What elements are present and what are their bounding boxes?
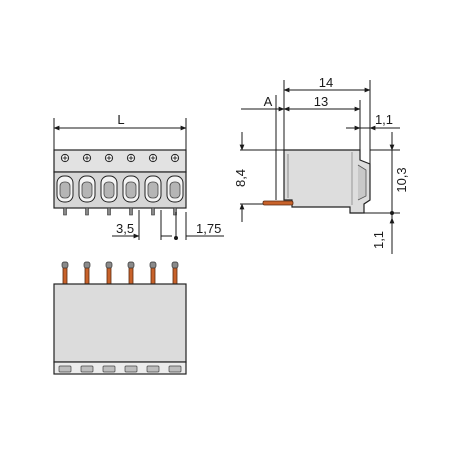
front-view: L <box>53 112 187 216</box>
pin-tip <box>61 261 69 269</box>
pin <box>172 265 178 287</box>
dim-label-103: 10,3 <box>394 167 409 192</box>
pin <box>128 265 134 287</box>
pin <box>150 265 156 287</box>
pin-tip <box>105 261 113 269</box>
top-housing-front-strip <box>53 361 187 375</box>
strip-notch <box>146 365 160 373</box>
dim-label-13: 13 <box>314 94 328 109</box>
strip-notch <box>80 365 94 373</box>
front-pin-stub <box>107 207 111 216</box>
side-housing <box>283 149 371 214</box>
pin-tip <box>149 261 157 269</box>
strip-notch <box>168 365 182 373</box>
top-housing <box>53 283 187 363</box>
clamp-spring <box>103 181 115 199</box>
clamp-spring <box>81 181 93 199</box>
pin <box>84 265 90 287</box>
top-pins <box>61 261 179 287</box>
pin-center-marker <box>174 236 178 240</box>
dim-label-l: L <box>117 112 124 127</box>
dim-label-11-bottom: 1,1 <box>371 231 386 249</box>
clamp-spring <box>169 181 181 199</box>
side-view: 14 13 A 8,4 1,1 10,3 <box>233 75 409 254</box>
pin-tip <box>171 261 179 269</box>
front-pin-stub <box>129 207 133 216</box>
top-view <box>53 261 187 375</box>
dim-label-11-top: 1,1 <box>375 112 393 127</box>
clamp-spring <box>147 181 159 199</box>
front-pin-stub <box>63 207 67 216</box>
pin <box>62 265 68 287</box>
front-pin-stub <box>173 207 177 216</box>
front-housing-body <box>53 171 187 209</box>
pin <box>106 265 112 287</box>
dim-label-84: 8,4 <box>233 169 248 187</box>
front-housing-top <box>53 149 187 173</box>
strip-notch <box>124 365 138 373</box>
strip-notch <box>58 365 72 373</box>
pin-tip <box>127 261 135 269</box>
side-latch <box>357 164 367 201</box>
strip-notch <box>102 365 116 373</box>
front-pole-cells <box>56 153 184 216</box>
front-pin-stub <box>85 207 89 216</box>
clamp-spring <box>125 181 137 199</box>
front-view-dimensions: 3,5 1,75 <box>112 210 224 240</box>
dim-label-pitch: 3,5 <box>116 221 134 236</box>
dim-label-a: A <box>264 94 273 109</box>
top-notches <box>58 365 182 373</box>
dim-label-14: 14 <box>319 75 333 90</box>
dim-label-offset: 1,75 <box>196 221 221 236</box>
pin-tip <box>83 261 91 269</box>
front-pin-stub <box>151 207 155 216</box>
clamp-spring <box>59 181 71 199</box>
side-pin <box>262 200 294 206</box>
